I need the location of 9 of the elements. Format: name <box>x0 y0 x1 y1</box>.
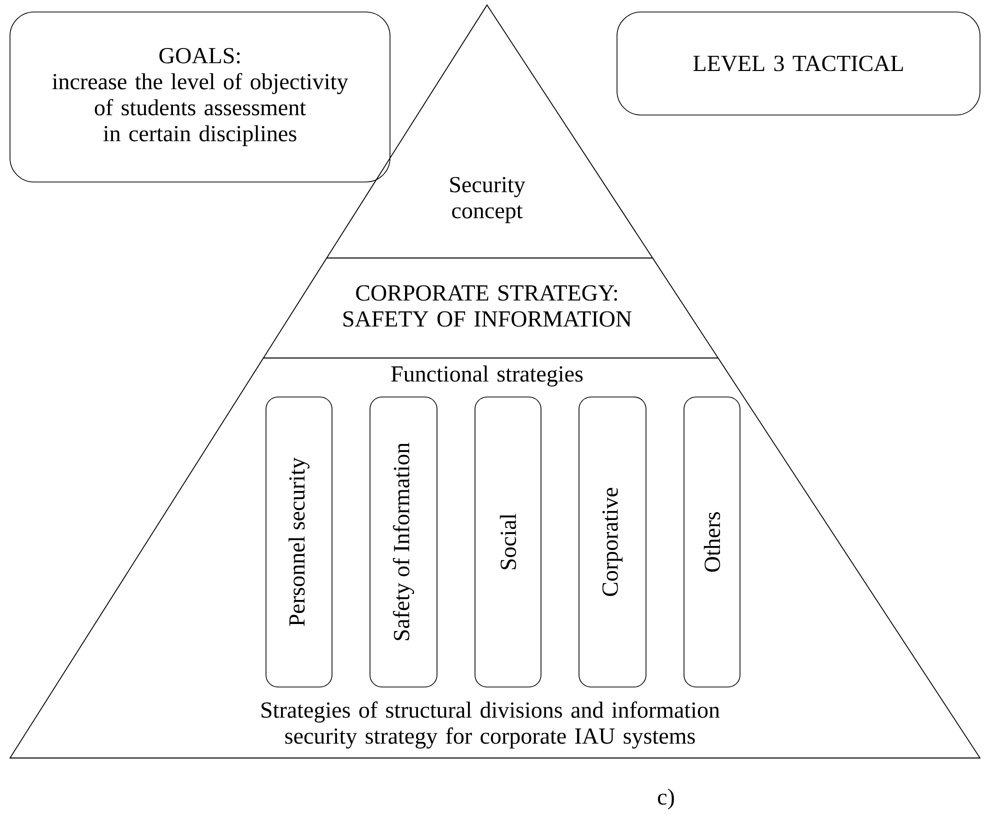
strategy-box: Personnel security <box>266 396 332 688</box>
strategy-box: Others <box>684 396 740 688</box>
strategy-box: Corporative <box>578 396 646 688</box>
text-box: GOALS: increase the level of objectivity of students assessment in certain disciplines <box>10 12 390 182</box>
figure-label: c) <box>658 788 674 810</box>
strategy-box: Safety of Information <box>370 396 438 688</box>
pyramid-tier: CORPORATE STRATEGY: SAFETY OF INFORMATION <box>262 258 719 358</box>
strategy-box: Social <box>474 396 542 688</box>
text-box: LEVEL 3 TACTICAL <box>616 12 980 116</box>
